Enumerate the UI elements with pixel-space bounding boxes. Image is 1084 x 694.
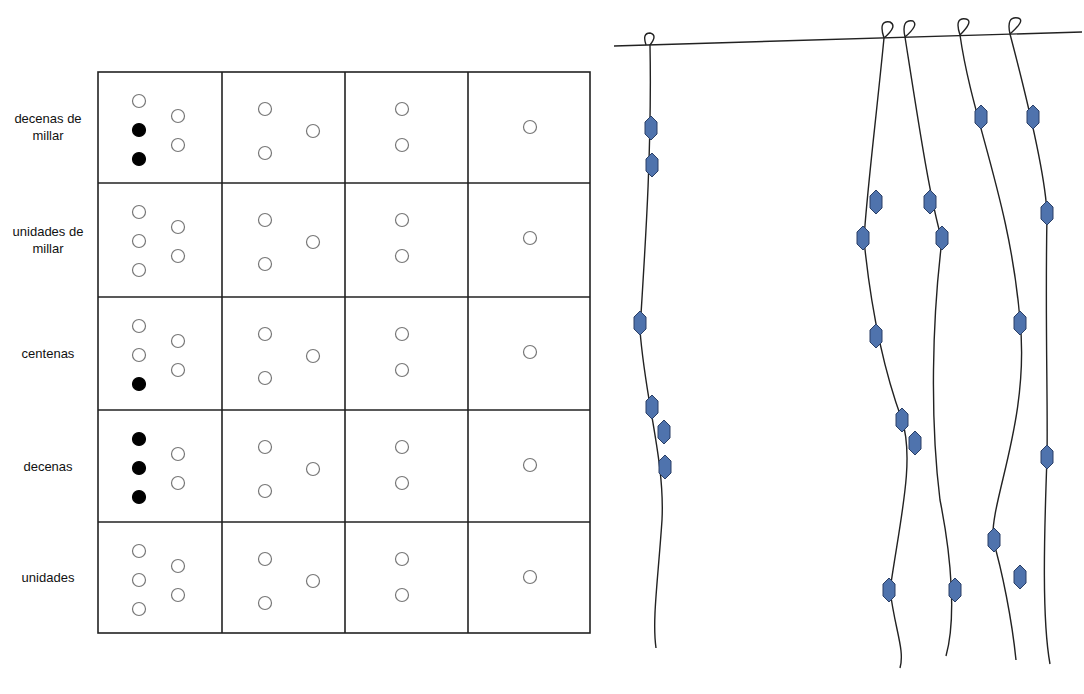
counter bbox=[172, 335, 185, 348]
counter bbox=[307, 125, 320, 138]
knot bbox=[896, 408, 908, 432]
knot bbox=[1041, 201, 1053, 225]
quipu-knots bbox=[634, 105, 1053, 602]
row-label: unidades bbox=[6, 569, 90, 586]
yupana-table bbox=[98, 72, 590, 633]
counter bbox=[259, 258, 272, 271]
counter bbox=[172, 221, 185, 234]
counter bbox=[396, 139, 409, 152]
counter bbox=[133, 320, 146, 333]
counter bbox=[172, 250, 185, 263]
counter bbox=[133, 153, 146, 166]
counter bbox=[133, 124, 146, 137]
counter bbox=[133, 545, 146, 558]
counter bbox=[396, 441, 409, 454]
counter bbox=[524, 459, 537, 472]
knot bbox=[646, 395, 658, 419]
counter bbox=[172, 477, 185, 490]
counter bbox=[133, 206, 146, 219]
counter bbox=[307, 236, 320, 249]
counter bbox=[133, 574, 146, 587]
counter bbox=[133, 378, 146, 391]
counter bbox=[396, 328, 409, 341]
counter bbox=[172, 560, 185, 573]
counter bbox=[524, 121, 537, 134]
counter bbox=[133, 264, 146, 277]
counter bbox=[133, 491, 146, 504]
knot bbox=[857, 226, 869, 250]
counter bbox=[259, 103, 272, 116]
counter bbox=[133, 349, 146, 362]
knot bbox=[909, 431, 921, 455]
knot bbox=[975, 105, 987, 129]
knot bbox=[870, 324, 882, 348]
counter bbox=[259, 328, 272, 341]
counters bbox=[133, 95, 537, 616]
knot bbox=[924, 190, 936, 214]
counter bbox=[172, 110, 185, 123]
knot bbox=[1027, 105, 1039, 129]
counter bbox=[172, 448, 185, 461]
counter bbox=[396, 250, 409, 263]
counter bbox=[259, 553, 272, 566]
row-label: decenas de millar bbox=[6, 110, 90, 144]
knot bbox=[949, 578, 961, 602]
counter bbox=[259, 214, 272, 227]
knot bbox=[1041, 445, 1053, 469]
knot bbox=[645, 116, 657, 140]
counter bbox=[307, 463, 320, 476]
counter bbox=[259, 597, 272, 610]
row-label: centenas bbox=[6, 345, 90, 362]
counter bbox=[133, 462, 146, 475]
counter bbox=[259, 372, 272, 385]
knot bbox=[936, 226, 948, 250]
counter bbox=[133, 235, 146, 248]
row-label: unidades de millar bbox=[6, 223, 90, 257]
counter bbox=[524, 346, 537, 359]
counter bbox=[259, 147, 272, 160]
counter bbox=[396, 364, 409, 377]
counter bbox=[396, 477, 409, 490]
counter bbox=[396, 589, 409, 602]
counter bbox=[172, 139, 185, 152]
counter bbox=[307, 350, 320, 363]
knot bbox=[634, 311, 646, 335]
counter bbox=[133, 433, 146, 446]
counter bbox=[172, 589, 185, 602]
counter bbox=[524, 571, 537, 584]
counter bbox=[307, 575, 320, 588]
counter bbox=[396, 103, 409, 116]
knot bbox=[988, 528, 1000, 552]
counter bbox=[396, 553, 409, 566]
knot bbox=[1014, 311, 1026, 335]
knot bbox=[646, 153, 658, 177]
counter bbox=[133, 603, 146, 616]
knot bbox=[883, 578, 895, 602]
knot bbox=[659, 455, 671, 479]
counter bbox=[259, 441, 272, 454]
counter bbox=[133, 95, 146, 108]
row-label: decenas bbox=[6, 458, 90, 475]
counter bbox=[259, 485, 272, 498]
knot bbox=[1014, 565, 1026, 589]
counter bbox=[524, 232, 537, 245]
counter bbox=[396, 214, 409, 227]
knot bbox=[870, 190, 882, 214]
knot bbox=[658, 420, 670, 444]
counter bbox=[172, 364, 185, 377]
quipu bbox=[614, 18, 1082, 668]
